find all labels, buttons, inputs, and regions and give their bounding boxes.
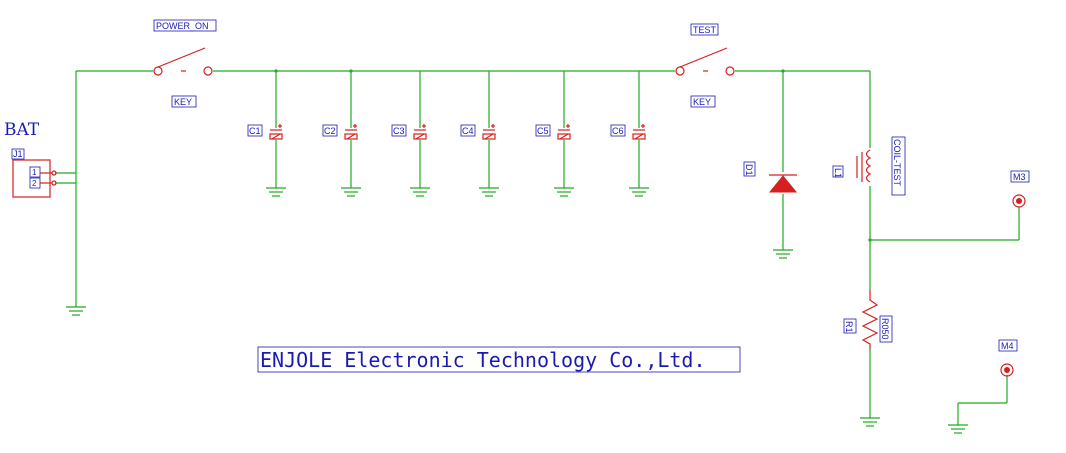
capacitor-c5[interactable]: C5 xyxy=(535,124,571,140)
test-point-m4-label: M4 xyxy=(1001,341,1014,351)
ground-symbol xyxy=(554,187,574,197)
resistor-value: R050 xyxy=(880,318,890,340)
capacitor-c6-label: C6 xyxy=(612,126,624,136)
capacitor-c4-label: C4 xyxy=(462,126,474,136)
coil-name: COIL-TEST xyxy=(892,139,902,187)
capacitor-c5-label: C5 xyxy=(537,126,549,136)
diode-d1-label: D1 xyxy=(744,164,754,176)
power-switch-type: KEY xyxy=(174,97,192,107)
ground-symbol xyxy=(948,424,968,434)
ground-symbol xyxy=(341,187,361,197)
ground-symbol xyxy=(629,187,649,197)
capacitor-c1-label: C1 xyxy=(249,126,261,136)
capacitor-c3-label: C3 xyxy=(393,126,405,136)
battery-pin-1: 1 xyxy=(32,168,37,177)
test-switch-name: TEST xyxy=(693,25,717,35)
company-name: ENJOLE Electronic Technology Co.,Ltd. xyxy=(260,348,706,372)
grounds xyxy=(66,187,968,434)
company-name-box: ENJOLE Electronic Technology Co.,Ltd. xyxy=(257,346,741,373)
power-switch[interactable]: POWER_ON KEY xyxy=(153,19,217,108)
battery-pin-2: 2 xyxy=(32,179,37,188)
power-switch-name: POWER_ON xyxy=(156,21,209,31)
resistor-r1[interactable]: R1 R050 xyxy=(843,290,893,350)
ground-symbol xyxy=(860,417,880,427)
battery-ref: J1 xyxy=(13,149,23,159)
capacitor-c4[interactable]: C4 xyxy=(460,124,496,140)
test-point-m4[interactable]: M4 xyxy=(998,339,1018,377)
coil-l1-label: L1 xyxy=(833,168,843,178)
resistor-r1-label: R1 xyxy=(844,321,854,333)
capacitor-c2[interactable]: C2 xyxy=(322,124,358,140)
test-point-m3-label: M3 xyxy=(1013,172,1026,182)
battery-title: BAT xyxy=(4,120,40,140)
ground-symbol xyxy=(479,187,499,197)
test-switch[interactable]: TEST KEY xyxy=(675,23,735,108)
capacitor-c3[interactable]: C3 xyxy=(391,124,427,140)
test-switch-type: KEY xyxy=(693,97,711,107)
ground-symbol xyxy=(266,187,286,197)
test-point-m3[interactable]: M3 xyxy=(1010,170,1030,208)
diode-d1[interactable]: D1 xyxy=(743,161,798,193)
battery-connector[interactable]: BAT J1 1 2 xyxy=(4,120,57,198)
capacitor-c6[interactable]: C6 xyxy=(610,124,646,140)
wires xyxy=(55,69,1020,425)
coil-l1[interactable]: L1 COIL-TEST xyxy=(832,136,906,196)
capacitor-c2-label: C2 xyxy=(324,126,336,136)
ground-symbol xyxy=(410,187,430,197)
ground-symbol xyxy=(66,306,86,316)
capacitor-c1[interactable]: C1 xyxy=(247,124,283,140)
ground-symbol xyxy=(773,249,793,259)
